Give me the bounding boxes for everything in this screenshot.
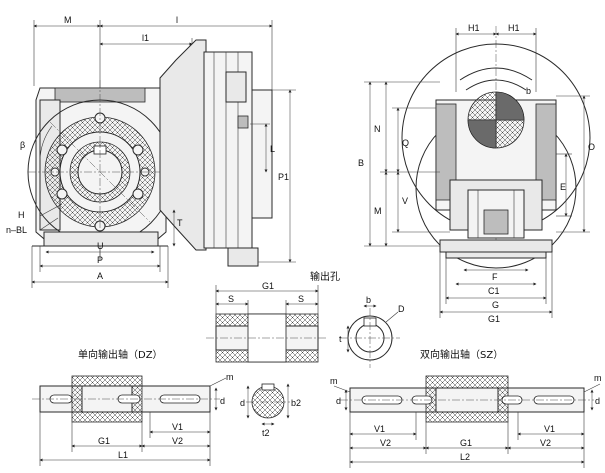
label-V: V bbox=[402, 196, 408, 206]
label-L: L bbox=[270, 144, 275, 154]
label-sz-d-right: d bbox=[595, 396, 600, 406]
label-sz-m-left: m bbox=[330, 376, 338, 386]
label-l: l bbox=[176, 15, 178, 25]
label-hole-S2: S bbox=[298, 294, 304, 304]
label-N: N bbox=[374, 124, 381, 134]
label-sz-title: 双向输出轴（SZ） bbox=[420, 348, 503, 361]
label-dz-G1: G1 bbox=[98, 436, 110, 446]
label-l1: l1 bbox=[142, 33, 149, 43]
side-view bbox=[364, 26, 591, 318]
dz-shaft-drawing bbox=[32, 375, 290, 466]
label-dz-L1: L1 bbox=[118, 450, 128, 460]
label-hole-t: t bbox=[339, 334, 342, 344]
label-hole-b: b bbox=[366, 295, 371, 305]
label-hole-S1: S bbox=[228, 294, 234, 304]
label-section-b2: b2 bbox=[291, 398, 301, 408]
label-T: T bbox=[177, 218, 183, 228]
label-C1: C1 bbox=[488, 286, 500, 296]
label-M: M bbox=[64, 15, 72, 25]
sz-shaft-drawing bbox=[333, 375, 601, 468]
label-E: E bbox=[560, 182, 566, 192]
label-A: A bbox=[97, 271, 103, 281]
label-U: U bbox=[97, 241, 104, 251]
label-H: H bbox=[18, 210, 25, 220]
label-dz-m: m bbox=[226, 372, 234, 382]
label-P: P bbox=[97, 255, 103, 265]
label-hole-G1: G1 bbox=[262, 281, 274, 291]
label-dz-title: 单向输出轴（DZ） bbox=[78, 348, 163, 361]
label-section-d: d bbox=[240, 398, 245, 408]
label-sz-d-left: d bbox=[336, 396, 341, 406]
label-hole-title: 输出孔 bbox=[310, 270, 340, 283]
label-sz-V1-right: V1 bbox=[544, 424, 555, 434]
label-sz-G1: G1 bbox=[460, 438, 472, 448]
label-Q: Q bbox=[402, 138, 409, 148]
label-sz-m-right: m bbox=[594, 373, 602, 383]
label-dz-V2: V2 bbox=[172, 436, 183, 446]
label-M-side: M bbox=[374, 206, 382, 216]
label-sz-V2-right: V2 bbox=[540, 438, 551, 448]
label-G: G bbox=[492, 300, 499, 310]
label-G1: G1 bbox=[488, 314, 500, 324]
label-b-side: b bbox=[526, 86, 531, 96]
label-sz-L2: L2 bbox=[460, 452, 470, 462]
label-B: B bbox=[358, 158, 364, 168]
label-section-t2: t2 bbox=[262, 428, 270, 438]
label-n-BL: n–BL bbox=[6, 225, 27, 235]
label-F: F bbox=[492, 272, 498, 282]
label-H1-right: H1 bbox=[508, 23, 520, 33]
front-view bbox=[27, 20, 296, 288]
label-dz-d: d bbox=[220, 396, 225, 406]
label-sz-V1-left: V1 bbox=[374, 424, 385, 434]
label-hole-D: D bbox=[398, 304, 405, 314]
label-dz-V1: V1 bbox=[172, 422, 183, 432]
label-beta: β bbox=[20, 140, 25, 150]
label-H1-left: H1 bbox=[468, 23, 480, 33]
label-P1: P1 bbox=[278, 172, 289, 182]
label-O: O bbox=[588, 142, 595, 152]
output-hole-detail bbox=[206, 285, 400, 368]
label-sz-V2-left: V2 bbox=[380, 438, 391, 448]
